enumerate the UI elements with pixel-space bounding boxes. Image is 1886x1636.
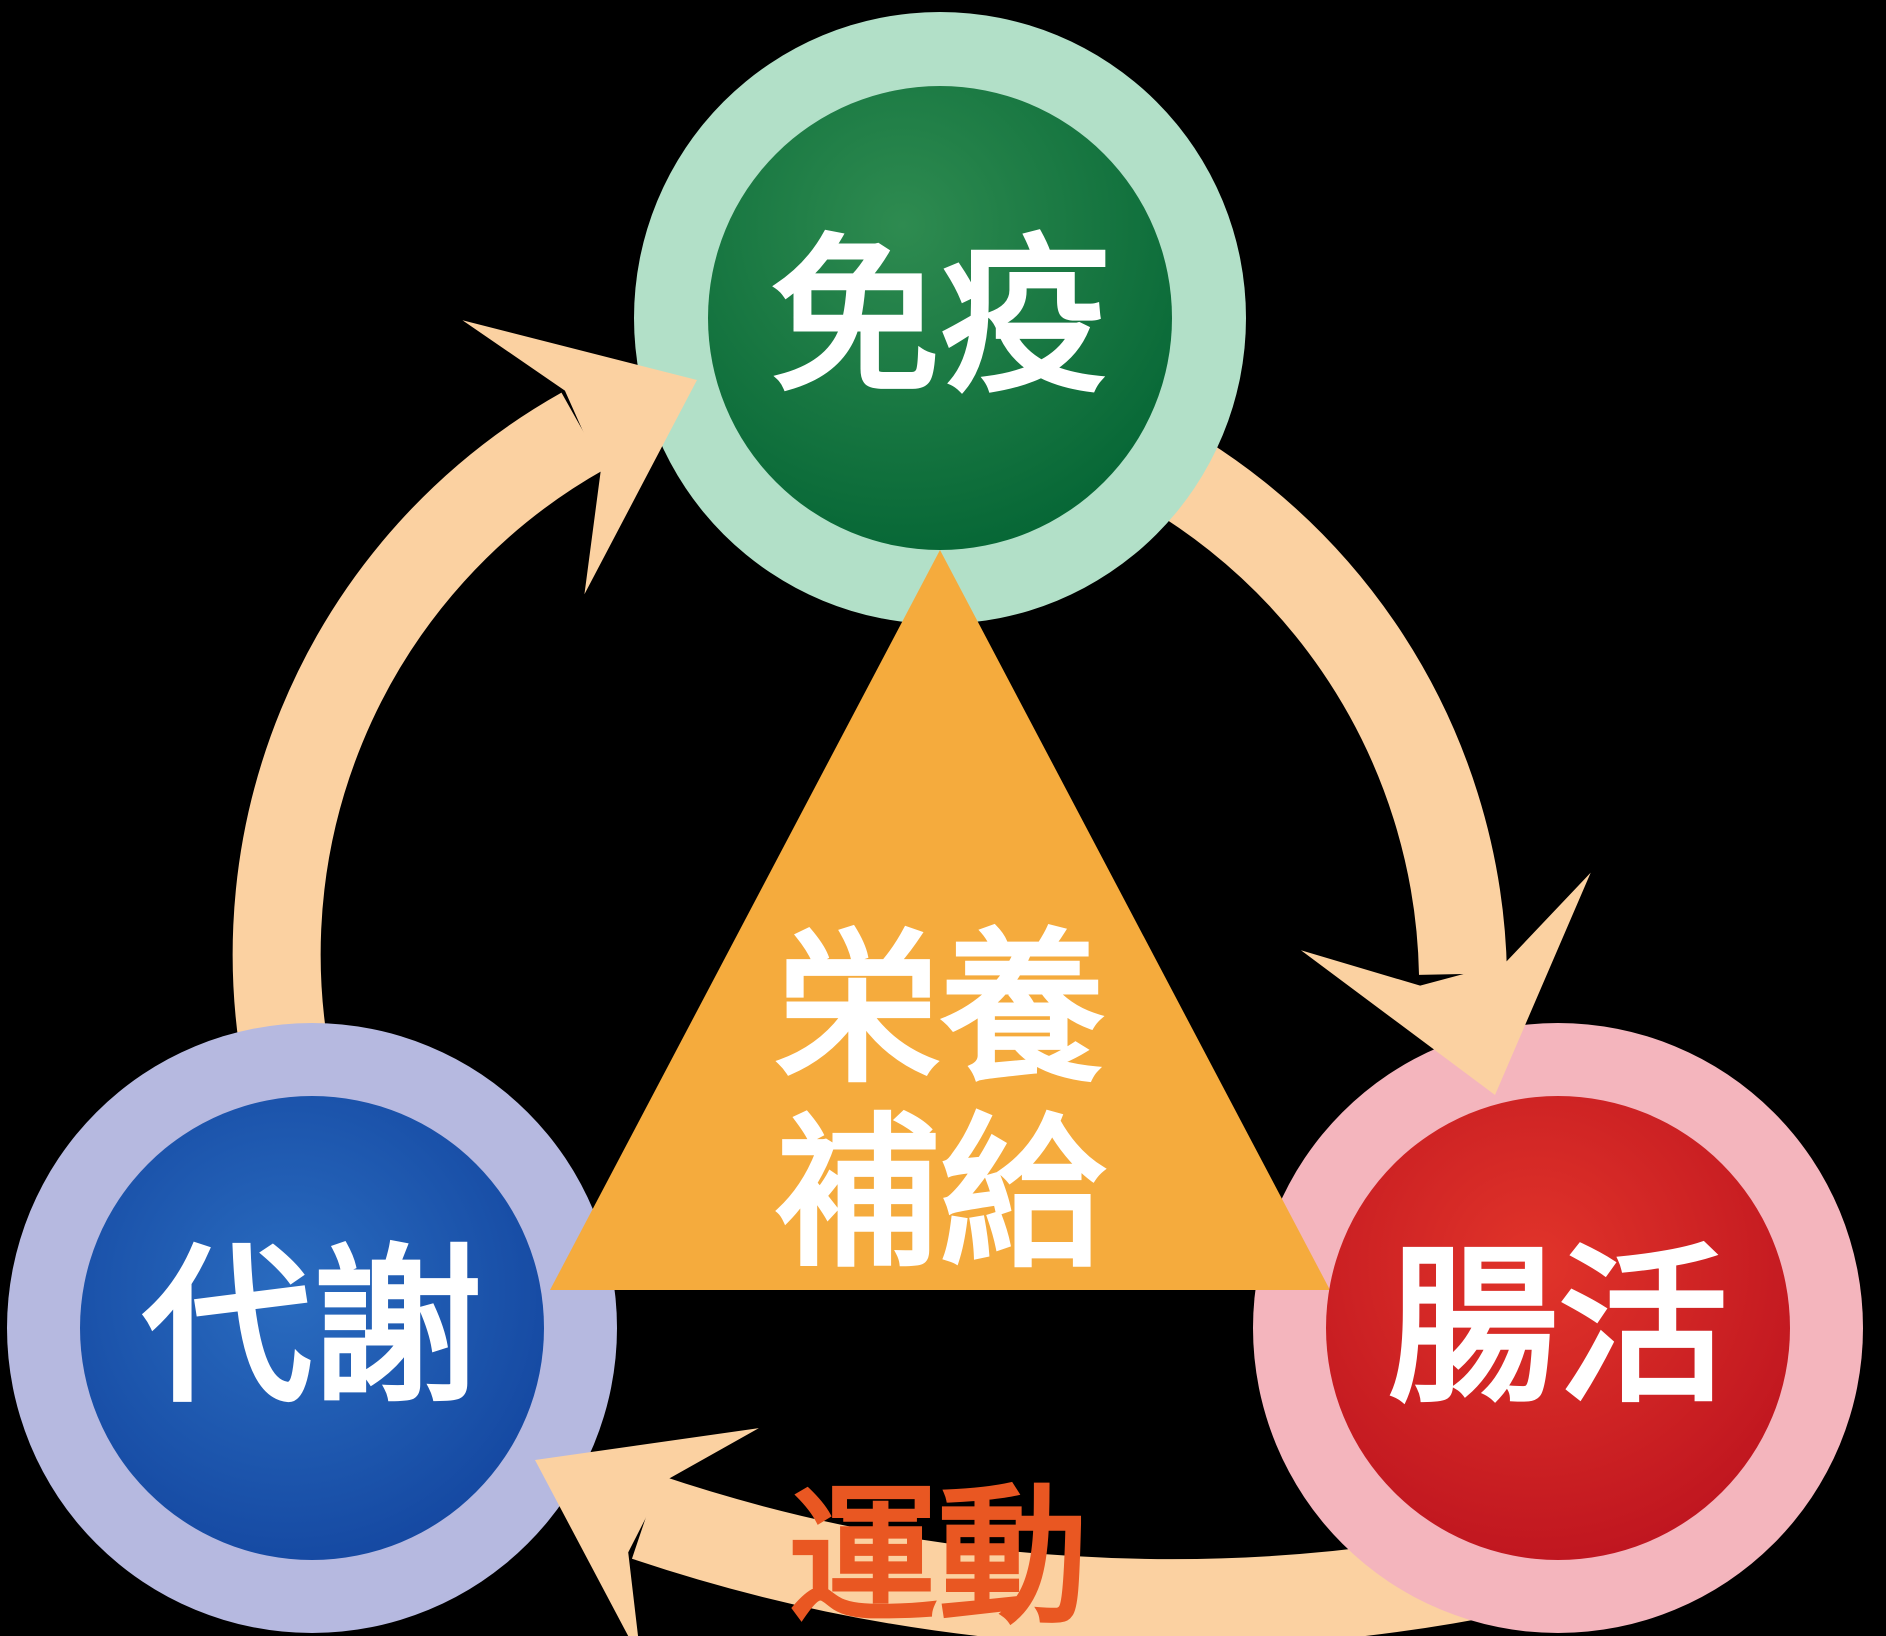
cycle-label-exercise: 運動 xyxy=(788,1471,1088,1636)
node-label-gut-health: 腸活 xyxy=(1388,1229,1728,1427)
arrowhead-into-immunity xyxy=(462,320,697,595)
triangle-label-line1: 栄養 xyxy=(775,913,1105,1105)
center-triangle xyxy=(550,550,1330,1290)
node-circle-metabolism xyxy=(80,1096,544,1560)
cycle-band-metabolism-to-immunity xyxy=(232,392,605,1133)
triangle-label-line2: 補給 xyxy=(775,1098,1107,1290)
node-label-metabolism: 代謝 xyxy=(141,1229,482,1427)
node-circle-immunity xyxy=(708,86,1172,550)
node-circle-gut-health xyxy=(1326,1096,1790,1560)
cycle-band-gut-to-metabolism xyxy=(631,1475,1509,1636)
arrowhead-into-metabolism xyxy=(535,1428,759,1636)
node-label-immunity: 免疫 xyxy=(770,219,1110,417)
arrowhead-into-gut-health xyxy=(1300,872,1591,1095)
